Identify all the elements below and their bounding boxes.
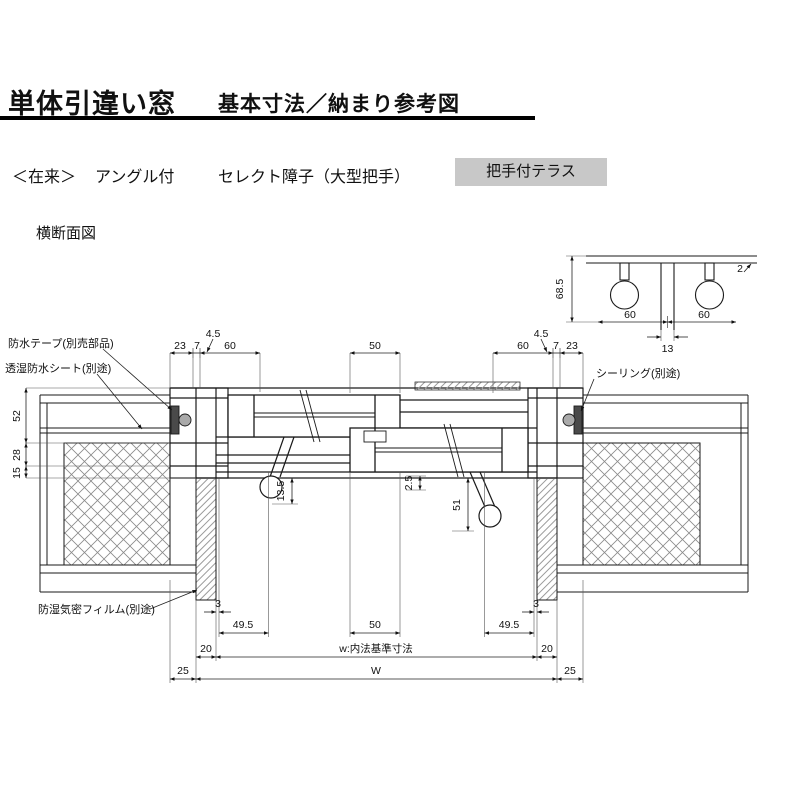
- top-dim-lines: [170, 338, 583, 355]
- callout-waterproof-tape: 防水テープ(別売部品): [8, 336, 114, 350]
- dim-bottom-50-center: 50: [369, 619, 381, 631]
- variant-prefix: ＜在来＞: [12, 169, 77, 186]
- wall-left: [39, 394, 196, 593]
- dim-bottom-495-right: 49.5: [499, 619, 520, 631]
- callout-moisture-film: 防湿気密フィルム(別途): [38, 602, 155, 616]
- sealing-details: [170, 405, 583, 435]
- dim-bottom-W: W: [371, 665, 381, 677]
- bottom-dim-extensions: [169, 472, 584, 683]
- dim-top-7-left: 7: [194, 340, 200, 352]
- dim-bottom-w-label: w:内法基準寸法: [338, 642, 413, 655]
- page-title: 単体引違い窓: [8, 89, 176, 119]
- page-subtitle: 基本寸法／納まり参考図: [218, 93, 460, 116]
- dim-top-60-left: 60: [224, 340, 236, 352]
- interior-casing: [195, 477, 558, 601]
- dim-inner-135: 13.5: [275, 481, 287, 502]
- dim-top-50-center: 50: [369, 340, 381, 352]
- dim-bottom-20-right: 20: [541, 643, 553, 655]
- terrace-badge: 把手付テラス: [455, 158, 607, 186]
- callout-breathable-sheet: 透湿防水シート(別途): [5, 361, 111, 375]
- variant-shoji: セレクト障子（大型把手）: [218, 169, 411, 186]
- title-underline: [0, 116, 535, 120]
- top-dim-extensions: [169, 348, 584, 393]
- detail-dim-60-right: 60: [698, 309, 710, 321]
- dim-bottom-25-right: 25: [564, 665, 576, 677]
- handle-detail: [586, 255, 757, 330]
- detail-dim-60-left: 60: [624, 309, 636, 321]
- detail-dim-stile: 13: [662, 343, 674, 355]
- dim-bottom-25-left: 25: [177, 665, 189, 677]
- bottom-dim-lines: [170, 610, 583, 681]
- dim-inner-51: 51: [451, 499, 463, 511]
- dim-left-28: 28: [11, 449, 23, 461]
- dim-bottom-495-left: 49.5: [233, 619, 254, 631]
- break-marks: [299, 389, 465, 478]
- detail-dim-gap: 2: [737, 263, 743, 275]
- dim-top-45-left: 4.5: [206, 328, 221, 340]
- detail-dim-height: 68.5: [554, 279, 566, 300]
- wall-right: [557, 394, 749, 593]
- section-label: 横断面図: [36, 225, 97, 242]
- dim-top-60-right: 60: [517, 340, 529, 352]
- callout-sealing: シーリング(別途): [596, 366, 680, 380]
- dim-inner-25: 2.5: [403, 476, 415, 491]
- screen-mesh-strip: [414, 381, 521, 391]
- dim-bottom-3-right: 3: [533, 598, 539, 610]
- inner-dim-lines: [272, 475, 474, 532]
- handle-detail-dims: [566, 255, 752, 341]
- variant-angle: アングル付: [95, 169, 175, 186]
- dim-top-23-right: 23: [566, 340, 578, 352]
- dim-top-23-left: 23: [174, 340, 186, 352]
- dim-bottom-3-left: 3: [215, 598, 221, 610]
- dim-bottom-20-left: 20: [200, 643, 212, 655]
- dim-top-7-right: 7: [553, 340, 559, 352]
- dim-left-52: 52: [11, 410, 23, 422]
- callout-leaders: [96, 348, 595, 610]
- left-dim-lines: [24, 387, 196, 479]
- sashes: [227, 394, 529, 473]
- dim-top-45-right: 4.5: [534, 328, 549, 340]
- dim-left-15: 15: [11, 467, 23, 479]
